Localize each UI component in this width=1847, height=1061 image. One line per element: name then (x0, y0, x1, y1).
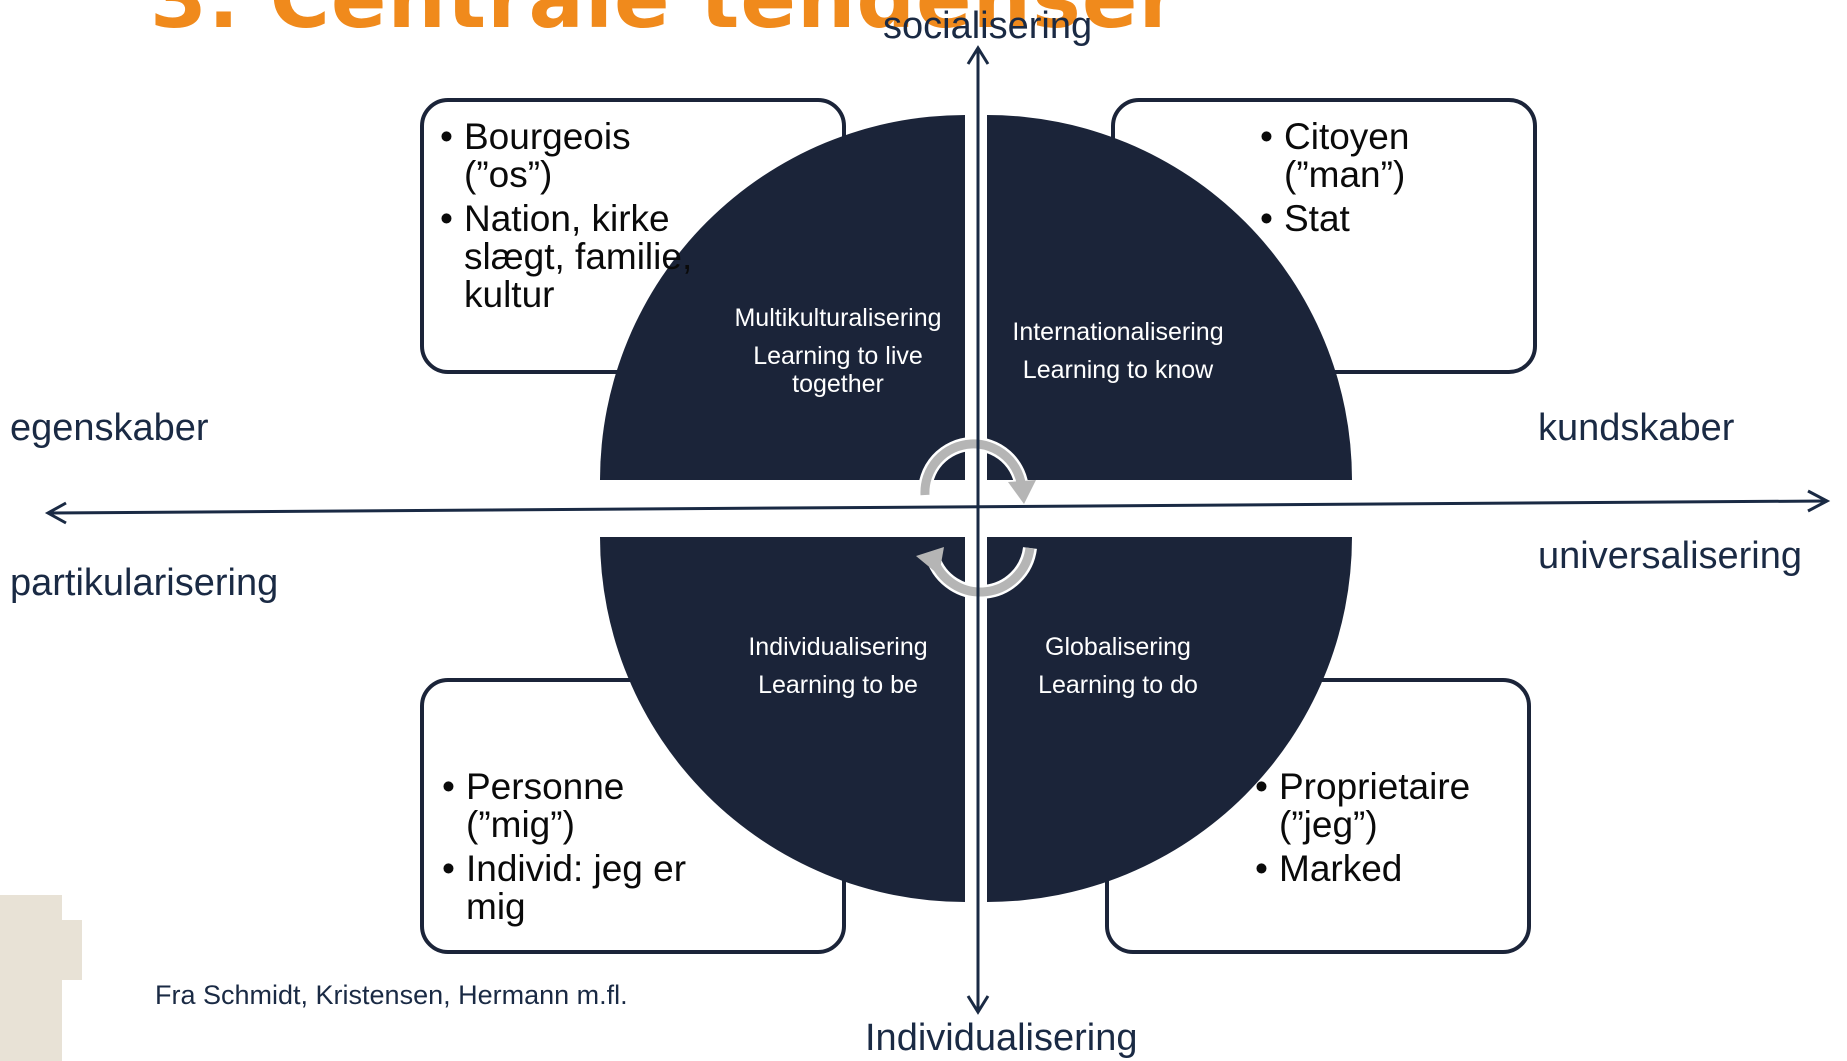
quadrant-title: Globalisering (1045, 633, 1191, 661)
quadrant-title: Individualisering (748, 633, 928, 661)
box-bottom-right-text: Proprietaire (”jeg”) Marked (1255, 768, 1525, 894)
axis-label-top: socialisering (883, 5, 1093, 47)
cycle-arrow-icon (916, 436, 1037, 599)
quadrant-top-left (600, 115, 965, 480)
quadrant-subtitle: Learning to know (1022, 356, 1214, 384)
list-item: Citoyen (”man”) (1260, 118, 1520, 194)
quadrant-bottom-right-text: Globalisering Learning to do (998, 633, 1238, 699)
vertical-axis (966, 45, 990, 1015)
box-top-right-text: Citoyen (”man”) Stat (1260, 118, 1520, 244)
quadrant-bottom-right (987, 537, 1352, 902)
quadrant-subtitle: Learning to do (1038, 671, 1198, 699)
page-title: 3. Centrale tendenser (150, 0, 1180, 47)
axis-label-left-top: egenskaber (10, 407, 209, 449)
quadrant-subtitle: Learning to be (758, 671, 918, 699)
quadrant-title: Internationalisering (1012, 318, 1224, 346)
list-item: Bourgeois (”os”) (440, 118, 700, 194)
quadrant-title: Multikulturalisering (734, 304, 942, 332)
quadrant-top-right (987, 115, 1352, 480)
list-item: Nation, kirke slægt, familie, kultur (440, 200, 700, 314)
list-item: Marked (1255, 850, 1525, 889)
quadrant-bottom-left-text: Individualisering Learning to be (718, 633, 958, 699)
axis-label-right-top: kundskaber (1538, 407, 1735, 449)
source-caption: Fra Schmidt, Kristensen, Hermann m.fl. (155, 980, 628, 1010)
list-item: Individ: jeg er mig (442, 850, 702, 926)
quadrant-top-left-text: Multikulturalisering Learning to live to… (718, 304, 958, 398)
box-top-left-text: Bourgeois (”os”) Nation, kirke slægt, fa… (440, 118, 700, 320)
axis-label-right-bottom: universalisering (1538, 535, 1803, 577)
quadrant-bottom-left (600, 537, 965, 902)
watermark-logo (0, 895, 82, 1061)
list-item: Personne (”mig”) (442, 768, 702, 844)
list-item: Stat (1260, 200, 1520, 239)
axis-label-left-bottom: partikularisering (10, 562, 279, 604)
axis-label-bottom: Individualisering (865, 1017, 1138, 1059)
quadrant-subtitle: Learning to live together (753, 342, 923, 398)
horizontal-axis (44, 489, 1831, 525)
quadrant-top-right-text: Internationalisering Learning to know (998, 318, 1238, 384)
list-item: Proprietaire (”jeg”) (1255, 768, 1525, 844)
box-bottom-left-text: Personne (”mig”) Individ: jeg er mig (442, 768, 702, 932)
